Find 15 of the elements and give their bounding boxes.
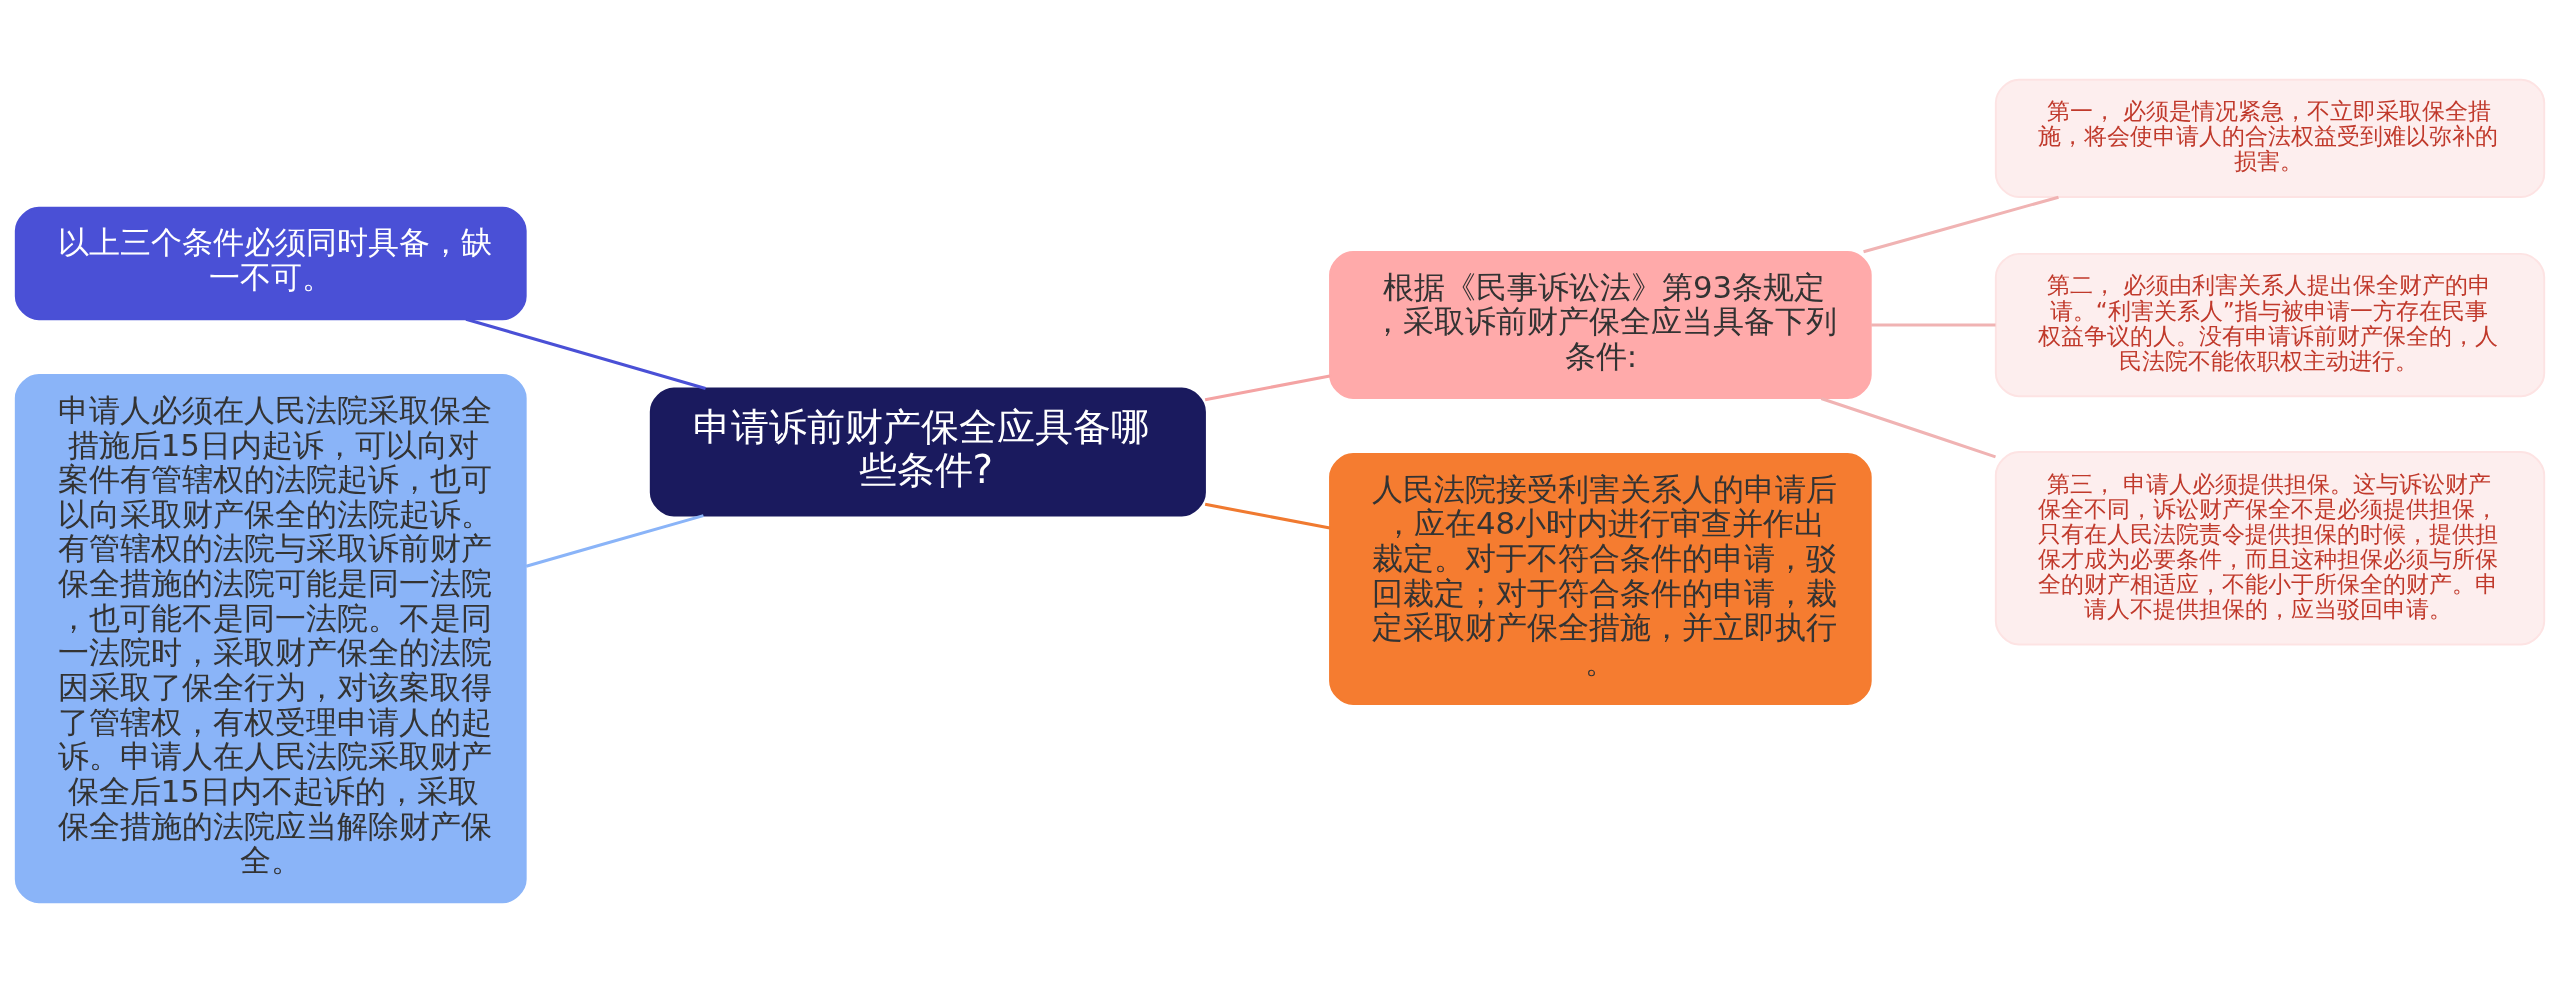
- node-box: 申请人必须在人民法院采取保全措施后15日内起诉，可以向对案件有管辖权的法院起诉，也可以向采取财产保全的法院起诉。有管辖权的法院与采取诉前财产保全措施的法院可能是同一法院，也可能不是同一法院。不是同一法院时，采取财产保全的法院因采取了保全行为，对该案取得了管辖权，有权受理申请人的起诉。申请人在人民法院采取财产保全后15日内不起诉的，采取保全措施的法院应当解除财产保全。: [14, 374, 527, 904]
- node-box: 第三， 申请人必须提供担保。这与诉讼财产保全不同，诉讼财产保全不是必须提供担保，只有在人民法院责令提供担保的时候，提供担保才成为必要条件，而且这种担保必须与所保全的财产相适应，不能小于所保全的财产。申请人不提供担保的，应当驳回申请。: [1994, 451, 2546, 646]
- node-box: 第二， 必须由利害关系人提出保全财产的申请。“利害关系人”指与被申请一方存在民事权益争议的人。没有申请诉前财产保全的，人民法院不能依职权主动进行。: [1994, 252, 2546, 398]
- connector: [525, 514, 704, 568]
- connector: [1871, 323, 1996, 327]
- node-box: 第一， 必须是情况紧急，不立即采取保全措施，将会使申请人的合法权益受到难以弥补的损害。: [1994, 78, 2546, 199]
- connector: [465, 317, 706, 390]
- node-box: 根据《民事诉讼法》第93条规定，采取诉前财产保全应当具备下列条件:: [1329, 250, 1872, 400]
- connector: [1204, 374, 1331, 402]
- connector: [1863, 195, 2059, 254]
- node-box: 人民法院接受利害关系人的申请后，应在48小时内进行审查并作出裁定。对于不符合条件的申请，驳回裁定；对于符合条件的申请，裁定采取财产保全措施，并立即执行。: [1329, 453, 1872, 706]
- node-box: 以上三个条件必须同时具备，缺一不可。: [14, 206, 527, 321]
- connector: [1204, 502, 1331, 530]
- connector: [1820, 396, 1996, 459]
- node-box: 申请诉前财产保全应具备哪些条件?: [649, 387, 1206, 517]
